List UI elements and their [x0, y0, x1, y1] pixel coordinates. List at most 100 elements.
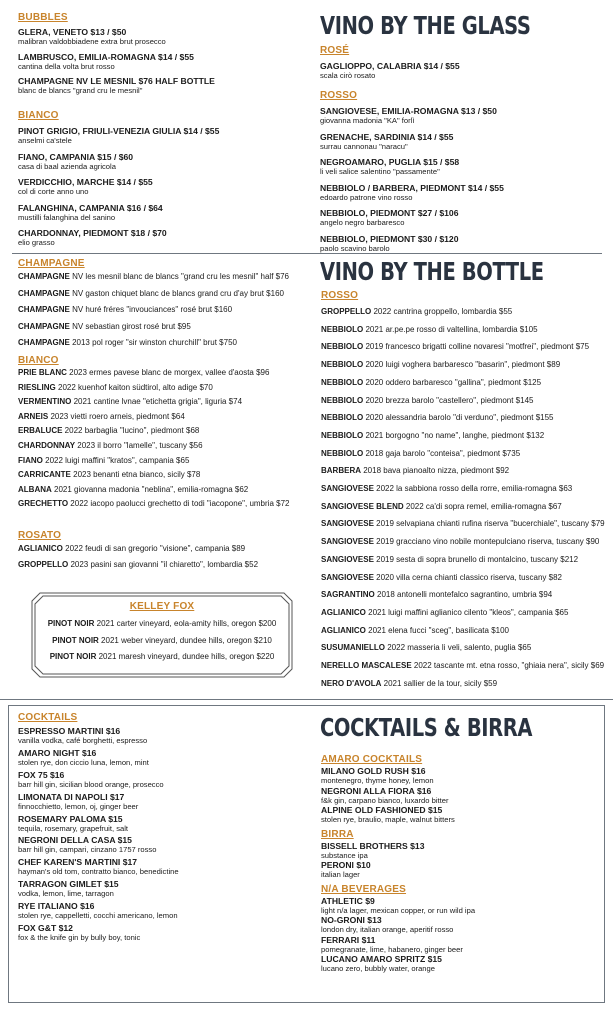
item-name: LIMONATA DI NAPOLI $17 [18, 791, 125, 802]
wine-name: AGLIANICO [321, 607, 366, 617]
wine-name: PINOT NOIR [47, 619, 95, 628]
wine-name: SANGIOVESE [321, 572, 374, 582]
wine-row: VERMENTINO 2021 cantine lvnae "etichetta… [18, 395, 289, 410]
wine-row: SAGRANTINO 2018 antonelli montefalco sag… [321, 586, 605, 604]
wine-row: NEBBIOLO 2021 borgogno "no name", langhe… [321, 427, 605, 445]
item-description: stolen rye, cappelletti, cocchi american… [18, 911, 178, 921]
wine-row: PINOT NOIR 2021 carter vineyard, eola-am… [30, 616, 294, 633]
item-description: surrau cannonau "naracu" [320, 141, 408, 151]
bottle-champagne-list: CHAMPAGNE NV les mesnil blanc de blancs … [18, 269, 289, 352]
item-description: stolen rye, braulio, maple, walnut bitte… [321, 815, 455, 824]
wine-detail: 2020 brezza barolo "castellero", piedmon… [363, 395, 534, 405]
wine-detail: 2021 carter vineyard, eola-amity hills, … [94, 619, 277, 628]
wine-name: SUSUMANIELLO [321, 643, 385, 653]
wine-detail: 2019 francesco brigatti colline novaresi… [363, 342, 590, 352]
wine-detail: 2013 pol roger "sir winston churchill" b… [69, 338, 237, 347]
wine-row: NEBBIOLO 2018 gaja barolo "conteisa", pi… [321, 445, 605, 463]
wine-detail: 2023 il borro "lamelle", tuscany $56 [75, 440, 203, 450]
wine-name: VERMENTINO [18, 397, 72, 407]
item-description: barr hill gin, sicilian blood orange, pr… [18, 779, 164, 789]
item-name: NEBBIOLO, PIEDMONT $30 / $120 [320, 233, 459, 244]
wine-row: CHAMPAGNE NV les mesnil blanc de blancs … [18, 269, 289, 286]
wine-row: GRECHETTO 2022 iacopo paolucci grechetto… [18, 497, 289, 512]
glass-title: VINO BY THE GLASS [320, 11, 531, 40]
wine-detail: 2018 antonelli montefalco sagrantino, um… [374, 590, 553, 600]
menu-item: PINOT GRIGIO, FRIULI-VENEZIA GIULIA $14 … [18, 126, 219, 146]
kelley-fox-list: PINOT NOIR 2021 carter vineyard, eola-am… [30, 616, 294, 666]
wine-name: FIANO [18, 455, 43, 465]
wine-row: NERO D'AVOLA 2021 sallier de la tour, si… [321, 675, 605, 693]
wine-row: SUSUMANIELLO 2022 masseria li veli, sale… [321, 639, 605, 657]
wine-detail: 2022 ca'di sopra remel, emilia-romagna $… [403, 501, 562, 511]
wine-detail: 2022 iacopo paolucci grechetto di todi "… [68, 499, 290, 509]
section-heading: CHAMPAGNE [18, 258, 85, 269]
wine-name: CHAMPAGNE [18, 288, 70, 298]
wine-detail: 2021 giovanna madonia "neblina", emilia-… [51, 484, 249, 494]
item-name: FOX G&T $12 [18, 923, 73, 934]
section-heading: BUBBLES [18, 12, 68, 23]
section-heading: ROSSO [321, 290, 359, 301]
kelley-fox-heading: KELLEY FOX [129, 601, 195, 612]
item-description: montenegro, thyme honey, lemon [321, 776, 434, 785]
wine-row: GROPPELLO 2023 pasini san giovanni "il c… [18, 557, 258, 573]
wine-row: AGLIANICO 2021 luigi maffini aglianico c… [321, 604, 605, 622]
item-name: TARRAGON GIMLET $15 [18, 879, 119, 890]
wine-detail: 2022 cantrina groppello, lombardia $55 [371, 307, 513, 316]
wine-detail: 2020 alessandria barolo "di verduno", pi… [363, 413, 554, 423]
item-description: f&k gin, carpano bianco, luxardo bitter [321, 795, 449, 805]
wine-row: SANGIOVESE 2019 gracciano vino nobile mo… [321, 533, 605, 551]
item-description: stolen rye, don ciccio luna, lemon, mint [18, 757, 149, 767]
wine-detail: NV sebastian girost rosé brut $95 [69, 321, 191, 331]
wine-detail: 2021 borgogno "no name", langhe, piedmon… [363, 430, 545, 440]
item-name: AMARO NIGHT $16 [18, 747, 97, 758]
item-name: PERONI $10 [321, 860, 371, 870]
item-name: LUCANO AMARO SPRITZ $15 [321, 954, 442, 964]
wine-row: SANGIOVESE BLEND 2022 ca'di sopra remel,… [321, 498, 605, 516]
wine-row: ALBANA 2021 giovanna madonia "neblina", … [18, 483, 289, 498]
item-description: finnocchietto, lemon, oj, ginger beer [18, 801, 139, 811]
bottle-rosso-list: GROPPELLO 2022 cantrina groppello, lomba… [321, 303, 605, 692]
wine-detail: 2023 ermes pavese blanc de morgex, valle… [66, 368, 270, 377]
item-name: GLERA, VENETO $13 / $50 [18, 27, 127, 37]
item-name: RYE ITALIANO $16 [18, 901, 95, 912]
item-description: paolo scavino barolo [320, 243, 390, 253]
item-name: VERDICCHIO, MARCHE $14 / $55 [18, 177, 153, 187]
item-name: LAMBRUSCO, EMILIA-ROMAGNA $14 / $55 [18, 51, 194, 62]
item-name: NEGRONI DELLA CASA $15 [18, 835, 132, 846]
wine-name: PINOT NOIR [49, 652, 97, 661]
cocktails-frame [8, 705, 605, 1003]
wine-name: NEBBIOLO [321, 324, 364, 334]
bottle-title: VINO BY THE BOTTLE [320, 257, 544, 286]
wine-row: GROPPELLO 2022 cantrina groppello, lomba… [321, 303, 605, 321]
item-description: hayman's old tom, contratto bianco, bene… [18, 867, 179, 877]
item-description: italian lager [321, 870, 360, 879]
glass-rosso-section: ROSSO SANGIOVESE, EMILIA-ROMAGNA $13 / $… [320, 90, 504, 259]
item-description: elio grasso [18, 238, 55, 247]
wine-name: SANGIOVESE [321, 537, 374, 547]
item-description: li veli salice salentino "passamente" [320, 167, 440, 176]
item-name: FERRARI $11 [321, 934, 376, 945]
item-description: angelo negro barbaresco [320, 218, 405, 227]
wine-row: SANGIOVESE 2020 villa cerna chianti clas… [321, 569, 605, 587]
wine-row: PRIE BLANC 2023 ermes pavese blanc de mo… [18, 366, 289, 381]
item-description: malibran valdobbiadene extra brut prosec… [18, 37, 166, 46]
wine-row: NERELLO MASCALESE 2022 tascante mt. etna… [321, 657, 605, 675]
item-description: col di corte anno uno [18, 187, 89, 196]
